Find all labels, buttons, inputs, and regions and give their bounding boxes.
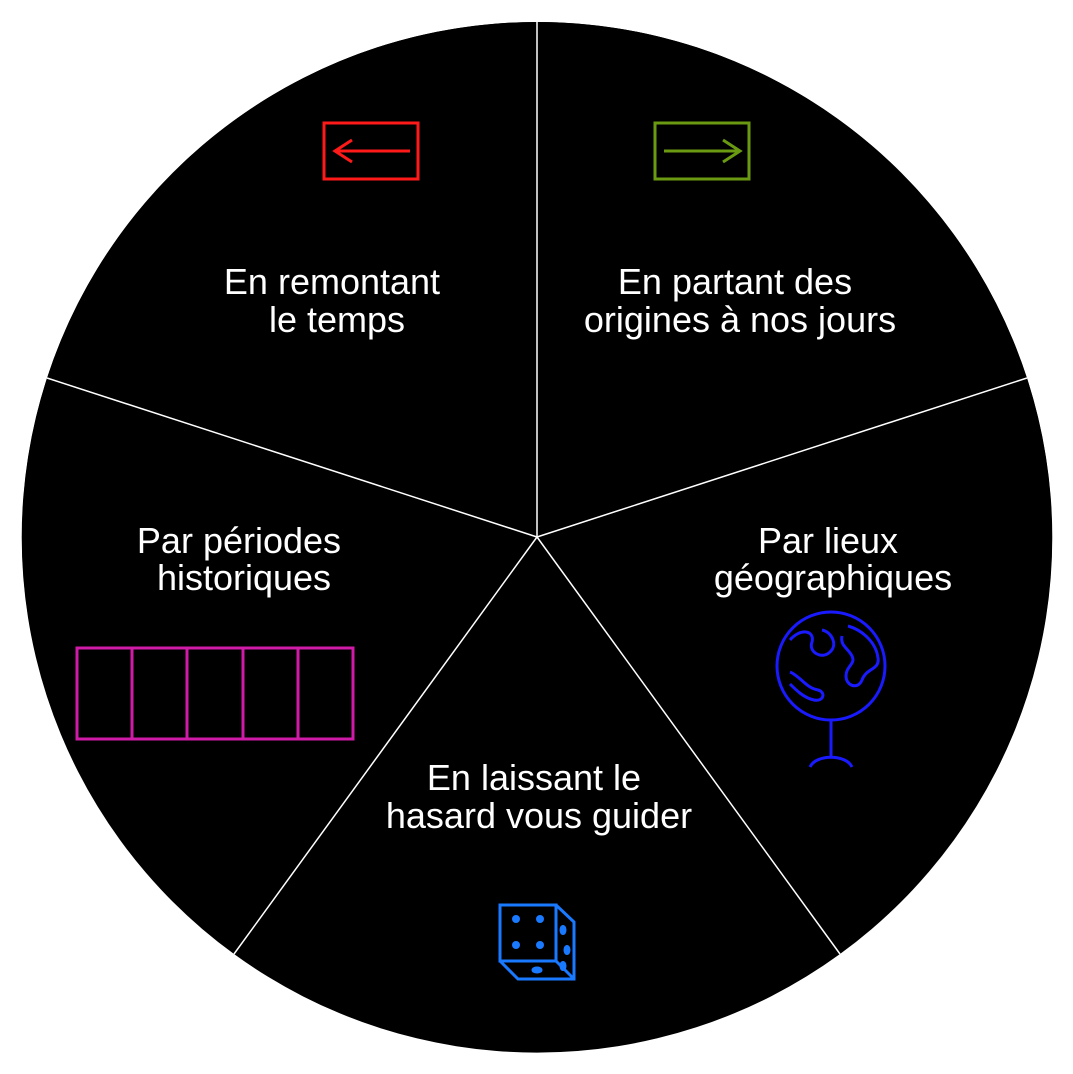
segment-random-area[interactable] <box>234 537 840 1053</box>
segment-backward-line-1: En remontant <box>224 261 440 302</box>
dice-icon <box>498 903 576 981</box>
segment-forward-area[interactable] <box>537 21 1027 537</box>
globe-icon <box>775 610 887 768</box>
segment-forward-label: En partant des origines à nos jours <box>584 261 896 340</box>
segment-random-line-1: En laissant le <box>427 757 641 798</box>
segment-places-line-2: géographiques <box>714 557 952 598</box>
segment-backward-label: En remontant le temps <box>224 261 450 340</box>
segment-periods-label: Par périodes historiques <box>137 520 351 598</box>
segment-dividers <box>46 22 1028 955</box>
segment-random-label: En laissant le hasard vous guider <box>386 757 692 836</box>
segment-places-label: Par lieux géographiques <box>714 520 952 598</box>
segment-places-area[interactable] <box>537 378 1053 954</box>
segment-forward-line-1: En partant des <box>618 261 852 302</box>
divider-upper-left <box>46 377 538 538</box>
segment-random[interactable]: En laissant le hasard vous guider <box>234 537 840 1053</box>
segment-random-line-2: hasard vous guider <box>386 795 692 836</box>
segment-backward-line-2: le temps <box>269 299 405 340</box>
divider-lower-left <box>233 536 538 955</box>
divider-upper-right <box>536 377 1028 538</box>
arrow-left-icon <box>322 121 420 181</box>
segment-periods-line-1: Par périodes <box>137 520 341 561</box>
segment-periods-area[interactable] <box>21 378 537 954</box>
divider-lower-right <box>536 536 841 955</box>
arrow-right-icon <box>653 121 751 181</box>
segment-backward-area[interactable] <box>47 21 537 537</box>
segment-forward-line-2: origines à nos jours <box>584 299 896 340</box>
segment-backward[interactable]: En remontant le temps <box>47 21 537 537</box>
segment-periods-line-2: historiques <box>157 557 331 598</box>
timeline-grid-icon <box>75 646 355 741</box>
segment-forward[interactable]: En partant des origines à nos jours <box>537 21 1027 537</box>
segment-periods[interactable]: Par périodes historiques <box>21 378 537 954</box>
segment-places[interactable]: Par lieux géographiques <box>537 378 1053 954</box>
segment-places-line-1: Par lieux <box>758 520 898 561</box>
